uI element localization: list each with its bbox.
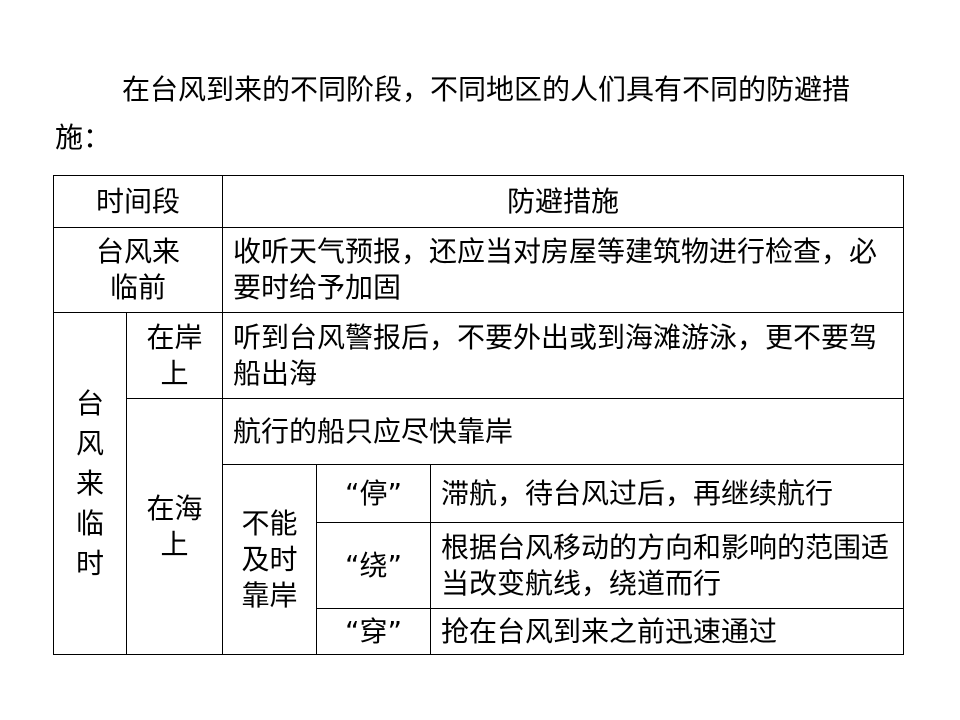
place-atsea: 在海 上	[125, 398, 224, 655]
period-before: 台风来 临前	[52, 227, 224, 313]
intro-paragraph: 在台风到来的不同阶段，不同地区的人们具有不同的防避措施：	[55, 73, 851, 154]
table-row-option-stop: 不能 及时 靠岸 “停” 滞航，待台风过后，再继续航行	[54, 464, 905, 655]
header-period: 时间段	[52, 175, 224, 228]
option-measure-stop: 滞航，待台风过后，再继续航行	[430, 464, 905, 523]
measure-before: 收听天气预报，还应当对房屋等建筑物进行检查，必要时给予加固	[222, 227, 905, 313]
table-header-row: 时间段 防避措施	[52, 175, 905, 228]
table-row-onshore: 台 风 来 临 时 在岸 上 听到台风警报后，不要外出或到海滩游泳，更不要驾船出…	[53, 312, 905, 655]
place-onshore: 在岸 上	[125, 312, 224, 399]
option-key-stop: “停”	[316, 464, 432, 523]
table-row-before: 台风来 临前 收听天气预报，还应当对房屋等建筑物进行检查，必要时给予加固	[52, 227, 905, 313]
header-measures: 防避措施	[222, 175, 905, 228]
measure-atsea: 航行的船只应尽快靠岸	[222, 398, 905, 465]
option-measure-through: 抢在台风到来之前迅速通过	[430, 608, 905, 655]
cannot-dock-label: 不能 及时 靠岸	[222, 464, 318, 655]
table-row-atsea: 在海 上 航行的船只应尽快靠岸	[54, 398, 905, 655]
option-key-through: “穿”	[316, 608, 432, 655]
option-measure-detour: 根据台风移动的方向和影响的范围适当改变航线，绕道而行	[430, 522, 905, 609]
period-during: 台 风 来 临 时	[53, 312, 127, 655]
table-row-option-detour: “绕” 根据台风移动的方向和影响的范围适当改变航线，绕道而行	[54, 522, 905, 609]
option-key-detour: “绕”	[316, 522, 432, 609]
measure-onshore: 听到台风警报后，不要外出或到海滩游泳，更不要驾船出海	[222, 312, 905, 399]
table-row-option-through: “穿” 抢在台风到来之前迅速通过	[54, 608, 905, 655]
typhoon-measures-table: 时间段 防避措施 台风来 临前 收听天气预报，还应当对房屋等建筑物进行检查，必要…	[52, 175, 905, 655]
